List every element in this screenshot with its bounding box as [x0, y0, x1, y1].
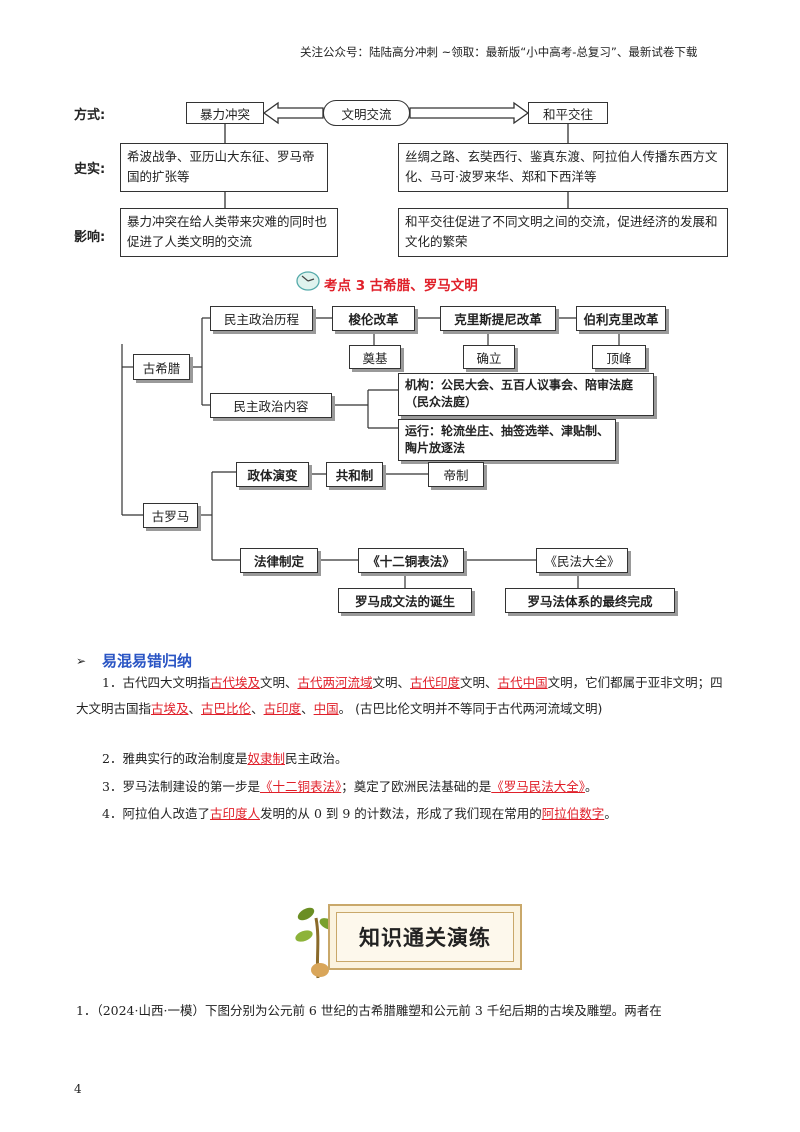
law-making-box: 法律制定	[240, 548, 318, 573]
operation-box: 运行：轮流坐庄、抽签选举、津贴制、陶片放逐法	[398, 419, 616, 461]
point3-title: 考点 3 古希腊、罗马文明	[324, 278, 478, 294]
label-way: 方式:	[74, 108, 106, 123]
arrow-bullet-icon: ➢	[76, 654, 87, 668]
confusion-item-1: 1．古代四大文明指古代埃及文明、古代两河流域文明、古代印度文明、古代中国文明，它…	[76, 675, 723, 716]
practice-banner: 知识通关演练	[328, 904, 522, 970]
confusion-item-4: 4．阿拉伯人改造了古印度人发明的从 0 到 9 的计数法，形成了我们现在常用的阿…	[102, 806, 617, 821]
civilization-exchange-oval: 文明交流	[323, 100, 410, 126]
empire-box: 帝制	[428, 462, 484, 487]
violent-conflict-box: 暴力冲突	[186, 102, 264, 124]
establish-box: 确立	[463, 345, 515, 369]
pericles-reform-box: 伯利克里改革	[576, 306, 666, 331]
democracy-content-box: 民主政治内容	[210, 393, 332, 418]
confusion-item-2: 2．雅典实行的政治制度是奴隶制民主政治。	[102, 751, 348, 766]
page-header: 关注公众号：陆陆高分冲刺 ~领取：最新版“小中高考-总复习”、最新试卷下载	[300, 45, 698, 59]
violent-impact-box: 暴力冲突在给人类带来灾难的同时也促进了人类文明的交流	[120, 208, 338, 257]
comparison-connectors	[224, 101, 569, 208]
democracy-history-box: 民主政治历程	[210, 306, 313, 331]
peaceful-exchange-box: 和平交往	[528, 102, 608, 124]
peaceful-impact-box: 和平交往促进了不同文明之间的交流，促进经济的发展和文化的繁荣	[398, 208, 728, 257]
twelve-tables-box: 《十二铜表法》	[358, 548, 464, 573]
solon-reform-box: 梭伦改革	[332, 306, 415, 331]
rome-box: 古罗马	[143, 503, 198, 528]
institutions-box: 机构：公民大会、五百人议事会、陪审法庭（民众法庭）	[398, 373, 654, 416]
civil-code-box: 《民法大全》	[536, 548, 628, 573]
confusion-item-3: 3．罗马法制建设的第一步是《十二铜表法》；奠定了欧洲民法基础的是《罗马民法大全》…	[102, 779, 598, 794]
clock-icon	[296, 271, 320, 291]
greece-box: 古希腊	[133, 354, 190, 380]
peak-box: 顶峰	[592, 345, 646, 369]
polity-evolution-box: 政体演变	[236, 462, 309, 487]
tree-connectors	[121, 317, 620, 588]
page-number: 4	[74, 1082, 82, 1096]
confusions-title: 易混易错归纳	[102, 652, 193, 670]
written-law-box: 罗马成文法的诞生	[338, 588, 472, 613]
banner-title: 知识通关演练	[336, 912, 514, 962]
republic-box: 共和制	[326, 462, 383, 487]
label-facts: 史实:	[74, 162, 106, 177]
violent-facts-box: 希波战争、亚历山大东征、罗马帝国的扩张等	[120, 143, 328, 192]
cleisthenes-reform-box: 克里斯提尼改革	[440, 306, 556, 331]
question-1: 1．（2024·山西·一模）下图分别为公元前 6 世纪的古希腊雕塑和公元前 3 …	[76, 1003, 662, 1018]
final-law-box: 罗马法体系的最终完成	[505, 588, 675, 613]
foundation-box: 奠基	[349, 345, 401, 369]
peaceful-facts-box: 丝绸之路、玄奘西行、鉴真东渡、阿拉伯人传播东西方文化、马可·波罗来华、郑和下西洋…	[398, 143, 728, 192]
label-impact: 影响:	[74, 230, 106, 245]
